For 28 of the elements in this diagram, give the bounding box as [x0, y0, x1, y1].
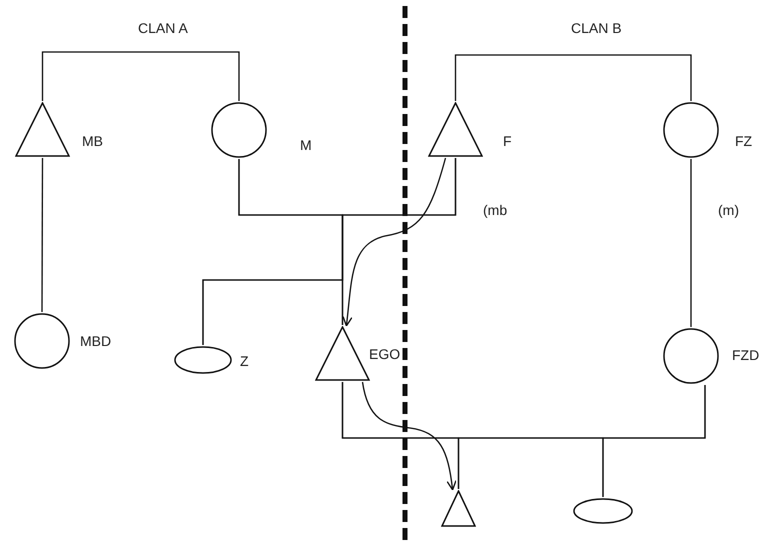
- female-circle: [663, 102, 719, 158]
- female-circle: [573, 498, 633, 524]
- kin-note: (mb: [483, 202, 508, 218]
- kin-label: MB: [82, 133, 103, 149]
- male-triangle: [428, 102, 483, 157]
- kinship-line: [42, 51, 240, 101]
- clan-heading: CLAN B: [571, 20, 622, 36]
- female-circle: [211, 102, 267, 158]
- clan-heading: CLAN A: [138, 20, 188, 36]
- kin-label: MBD: [80, 333, 112, 349]
- male-triangle: [315, 326, 370, 381]
- male-triangle: [441, 490, 476, 527]
- kin-label: F: [503, 133, 512, 149]
- kinship-line: [41, 158, 44, 312]
- kinship-line: [690, 159, 692, 327]
- curved-arrow: [362, 382, 457, 491]
- female-circle: [174, 346, 232, 374]
- female-circle: [663, 328, 719, 384]
- kinship-line: [602, 385, 706, 497]
- kinship-line: [454, 54, 692, 101]
- kin-label: FZD: [732, 347, 760, 363]
- kin-label: EGO: [369, 346, 400, 362]
- kin-note: (m): [718, 202, 739, 218]
- male-triangle: [15, 102, 70, 157]
- kin-label: Z: [240, 353, 249, 369]
- kin-label: M: [300, 137, 312, 153]
- kin-label: FZ: [735, 133, 752, 149]
- female-circle: [14, 313, 70, 369]
